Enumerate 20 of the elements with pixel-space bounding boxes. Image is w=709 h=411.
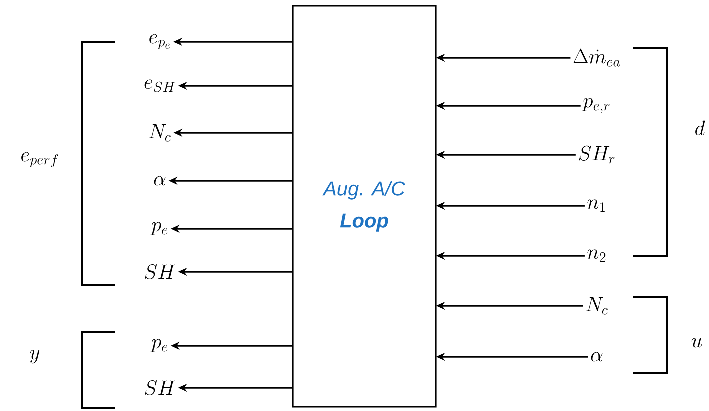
group-label: $d$: [696, 120, 706, 136]
signal-label: $SH_r$: [579, 146, 615, 164]
signal-label: $\alpha$: [591, 352, 603, 362]
signal-label: $SH$: [145, 264, 176, 280]
signal-label: $e_{p_e}$: [150, 34, 170, 50]
signal-label: $n_1$: [588, 200, 606, 212]
signal-label: $\Delta\dot{m}_{ea}$: [574, 48, 620, 67]
signal-label: $SH$: [145, 380, 176, 396]
signal-label: $e_{SH}$: [144, 80, 176, 92]
signal-label: $p_{e,r}$: [582, 98, 610, 114]
signal-label: $N_c$: [586, 297, 608, 315]
signal-label: $p_e$: [150, 339, 168, 352]
signal-label: $n_2$: [588, 250, 606, 262]
signal-label: $\alpha$: [154, 176, 166, 186]
group-label: $e_{perf}$: [22, 152, 58, 168]
group-label: $u$: [692, 338, 702, 348]
signal-label: $p_e$: [150, 222, 168, 236]
group-label: $y$: [30, 350, 40, 364]
signal-label: $N_c$: [150, 124, 171, 142]
process-box: Aug. A/C Loop: [292, 5, 437, 408]
